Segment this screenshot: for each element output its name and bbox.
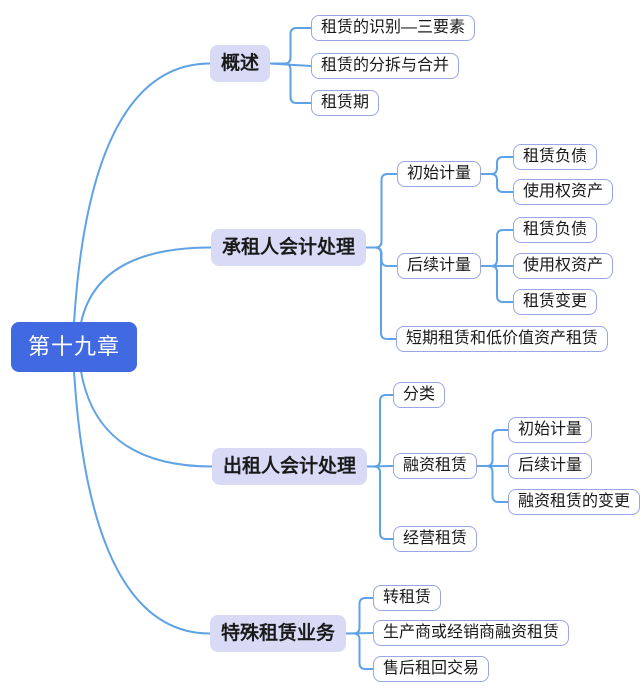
node-chapter-19[interactable]: 第十九章 [11,322,138,372]
node-lease-liability-subsequent[interactable]: 租赁负债 [513,217,598,243]
node-classification[interactable]: 分类 [393,382,446,408]
connector-line [480,156,514,175]
node-finance-lease-initial-measurement[interactable]: 初始计量 [508,417,593,443]
connector-line [345,632,374,670]
node-lease-term[interactable]: 租赁期 [311,90,380,116]
connector-line [476,429,509,467]
node-lessee-initial-measurement[interactable]: 初始计量 [397,161,482,187]
connector-line [480,265,514,303]
connector-line [80,370,213,468]
node-finance-lease-modification[interactable]: 融资租赁的变更 [508,489,641,515]
node-lease-modification[interactable]: 租赁变更 [513,289,598,315]
node-special-lease-business[interactable]: 特殊租赁业务 [210,615,347,652]
connector-line [476,465,509,503]
node-manufacturer-dealer-finance-lease[interactable]: 生产商或经销商融资租赁 [373,620,570,646]
node-lessee-subsequent-measurement[interactable]: 后续计量 [397,253,482,279]
connector-line [365,173,398,249]
node-short-term-low-value-leases[interactable]: 短期租赁和低价值资产租赁 [396,326,609,352]
connector-line [365,246,397,340]
node-lease-split-combine[interactable]: 租赁的分拆与合并 [311,53,460,79]
connector-line [73,62,211,324]
connector-line [480,229,514,267]
node-overview[interactable]: 概述 [210,45,271,82]
connector-line [366,394,394,468]
node-rou-asset-subsequent[interactable]: 使用权资产 [513,253,614,279]
connector-line [345,597,374,635]
node-finance-lease[interactable]: 融资租赁 [393,453,478,479]
connector-line [73,370,211,635]
node-lease-liability-initial[interactable]: 租赁负债 [513,144,598,170]
connector-line [269,27,312,65]
node-sale-leaseback[interactable]: 售后租回交易 [373,656,490,682]
node-operating-lease[interactable]: 经营租赁 [393,526,478,552]
node-rou-asset-initial[interactable]: 使用权资产 [513,179,614,205]
connector-line [366,465,394,540]
connector-line [80,246,212,324]
node-lessor-accounting[interactable]: 出租人会计处理 [212,448,368,485]
connector-line [480,173,514,193]
node-finance-lease-subsequent-measurement[interactable]: 后续计量 [508,453,593,479]
connector-line [269,62,312,104]
node-lessee-accounting[interactable]: 承租人会计处理 [211,229,367,266]
node-sublease[interactable]: 转租赁 [373,585,442,611]
node-lease-identification[interactable]: 租赁的识别—三要素 [311,15,476,41]
